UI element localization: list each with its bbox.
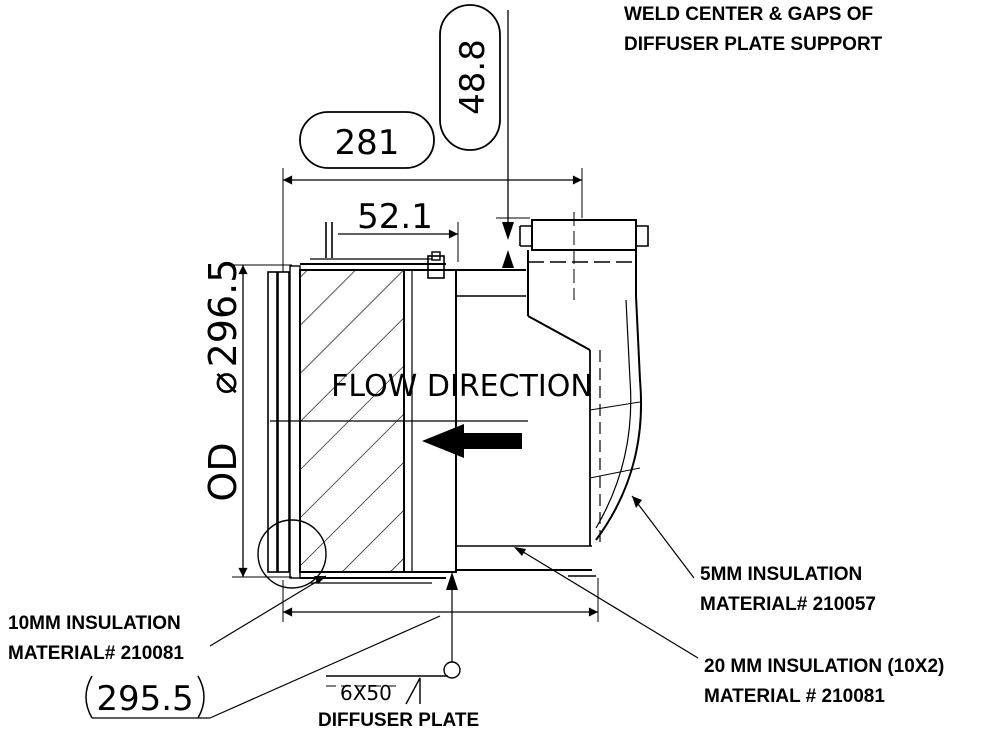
leader-line xyxy=(519,549,699,659)
flange-ring xyxy=(289,265,301,579)
inlet-bead xyxy=(519,225,532,247)
weld-note: WELD CENTER & GAPS OF DIFFUSER PLATE SUP… xyxy=(624,4,883,55)
flow-direction: FLOW DIRECTION xyxy=(270,369,593,458)
leader-line xyxy=(631,495,695,579)
dimension-295-5-text: 295.5 xyxy=(96,679,193,719)
dimension-281: 281 xyxy=(282,111,583,272)
clamp-lug xyxy=(431,251,441,261)
dimension-balloon xyxy=(439,4,501,151)
flow-arrow-shaft xyxy=(462,433,522,449)
arrowhead xyxy=(314,576,326,584)
arrowhead xyxy=(514,547,526,556)
insulation-10mm-line1: 10MM INSULATION xyxy=(8,613,181,634)
dimension-paren xyxy=(197,675,205,719)
arrowhead xyxy=(632,496,642,508)
end-cap-inner xyxy=(595,299,632,529)
dimension-paren xyxy=(85,675,93,719)
arrowhead xyxy=(502,250,514,268)
weld-symbol-text: 6X50 xyxy=(340,681,392,705)
dimension-balloon xyxy=(299,111,435,169)
insulation-20mm-line1: 20 MM INSULATION (10X2) xyxy=(704,656,944,677)
leader-line xyxy=(209,615,441,719)
detail-circle xyxy=(257,519,327,589)
clamp-lug xyxy=(427,255,445,279)
inlet-cone xyxy=(527,315,591,351)
dimension-52-1: 52.1 xyxy=(338,197,459,262)
arrowhead xyxy=(502,222,514,240)
dimension-52-1-text: 52.1 xyxy=(357,197,433,237)
dimension-281-text: 281 xyxy=(335,123,400,163)
insulation-20mm-note: 20 MM INSULATION (10X2) MATERIAL # 21008… xyxy=(514,547,944,707)
insulation-5mm-note: 5MM INSULATION MATERIAL# 210057 xyxy=(631,495,876,615)
dimension-48-8: 48.8 xyxy=(439,4,530,268)
insulation-10mm-note: 10MM INSULATION MATERIAL# 210081 xyxy=(8,575,327,664)
inlet-bead xyxy=(636,225,649,247)
diameter-symbol-icon: ⌀ xyxy=(201,372,245,395)
flow-direction-label: FLOW DIRECTION xyxy=(331,369,593,404)
flow-arrow-icon xyxy=(422,424,464,458)
diffuser-plate-label: DIFFUSER PLATE xyxy=(318,710,479,731)
insulation-20mm-line2: MATERIAL # 210081 xyxy=(704,686,885,707)
flange-ring xyxy=(267,271,278,573)
dimension-295-5: 295.5 xyxy=(85,578,599,719)
insulation-5mm-line1: 5MM INSULATION xyxy=(700,564,862,585)
leader-line xyxy=(209,575,327,647)
fillet-weld-icon xyxy=(405,677,421,705)
section-line xyxy=(589,401,641,411)
insulation-5mm-line2: MATERIAL# 210057 xyxy=(700,594,876,615)
weld-all-around-icon xyxy=(443,661,461,679)
dimension-od: OD ⌀ 296.5 xyxy=(201,259,292,578)
dimension-od-value: 296.5 xyxy=(201,259,245,368)
diffuser-plate-note: DIFFUSER PLATE 6X50 xyxy=(318,572,479,731)
insulation-10mm-line2: MATERIAL# 210081 xyxy=(8,643,184,664)
weld-note-line2: DIFFUSER PLATE SUPPORT xyxy=(624,34,883,55)
inlet-pipe xyxy=(531,219,637,251)
dimension-od-label: OD xyxy=(201,442,245,501)
arrowhead xyxy=(446,572,458,590)
dimension-48-8-text: 48.8 xyxy=(453,39,493,115)
section-line xyxy=(589,467,641,479)
end-cap-curve xyxy=(595,295,643,541)
flange-ring xyxy=(277,271,290,573)
weld-note-line1: WELD CENTER & GAPS OF xyxy=(624,4,873,25)
